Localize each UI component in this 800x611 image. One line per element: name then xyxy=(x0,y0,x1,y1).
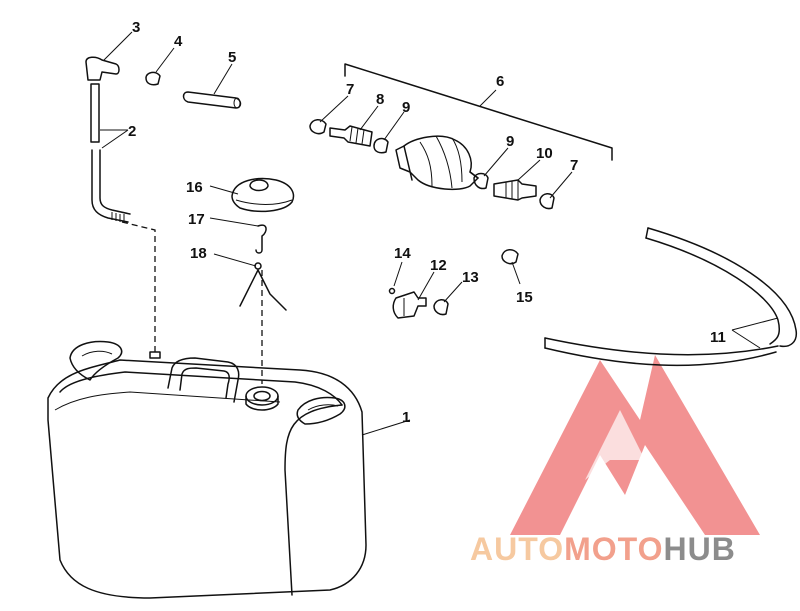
callout-6: 6 xyxy=(496,73,504,90)
callout-18: 18 xyxy=(190,245,207,262)
callout-7-right: 7 xyxy=(570,157,578,174)
watermark-moto: MOTO xyxy=(564,531,663,567)
spring-part xyxy=(209,217,267,254)
fuel-tank xyxy=(47,221,411,599)
pickup-tube xyxy=(85,31,133,223)
fitting-group xyxy=(388,249,521,319)
callout-17: 17 xyxy=(188,211,205,228)
watermark-auto: AUTO xyxy=(470,531,564,567)
pin-part xyxy=(182,63,242,109)
callout-8: 8 xyxy=(376,91,384,108)
callout-11: 11 xyxy=(710,329,726,346)
fuel-hose xyxy=(544,227,798,367)
callout-5: 5 xyxy=(228,49,236,66)
o-ring-part xyxy=(388,287,396,295)
callout-10: 10 xyxy=(536,145,553,162)
watermark-hub: HUB xyxy=(663,531,735,567)
watermark-inner-icon xyxy=(585,410,645,480)
callout-12: 12 xyxy=(430,257,447,274)
callout-13: 13 xyxy=(462,269,479,286)
fuel-line-assembly xyxy=(309,63,613,210)
watermark-text: AUTOMOTOHUB xyxy=(470,531,736,567)
callout-16: 16 xyxy=(186,179,203,196)
callout-15: 15 xyxy=(516,289,533,306)
callout-7-left: 7 xyxy=(346,81,354,98)
watermark-logo xyxy=(510,355,760,535)
callout-4: 4 xyxy=(174,33,183,50)
chain-part xyxy=(213,253,287,311)
callout-3: 3 xyxy=(132,19,140,36)
callout-9-right: 9 xyxy=(506,133,514,150)
fuel-cap xyxy=(209,177,295,213)
clip-part xyxy=(145,47,175,86)
callout-9-left: 9 xyxy=(402,99,410,116)
callout-2: 2 xyxy=(128,123,136,140)
callout-1: 1 xyxy=(402,409,410,426)
callout-14: 14 xyxy=(394,245,411,262)
